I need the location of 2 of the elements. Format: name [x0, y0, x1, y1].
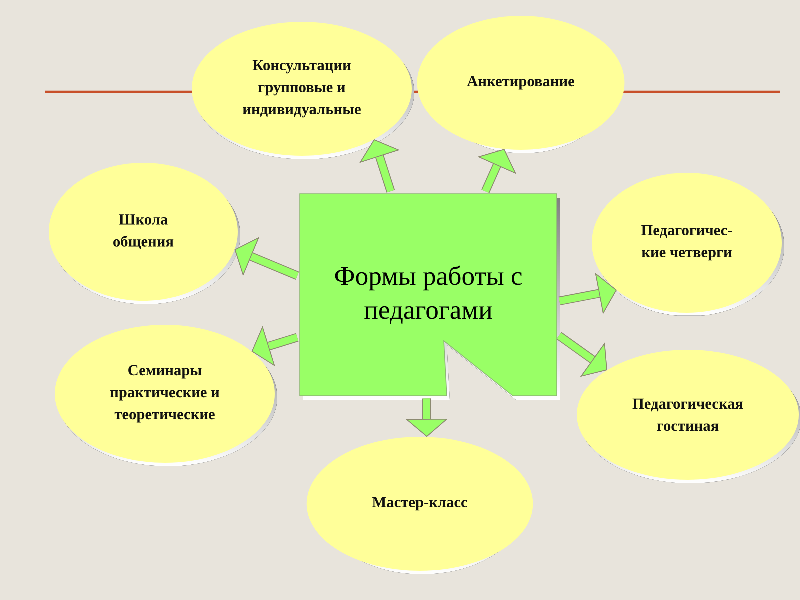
notched-box: Формы работы с педагогами: [300, 194, 560, 400]
block-arrow: [556, 332, 608, 377]
